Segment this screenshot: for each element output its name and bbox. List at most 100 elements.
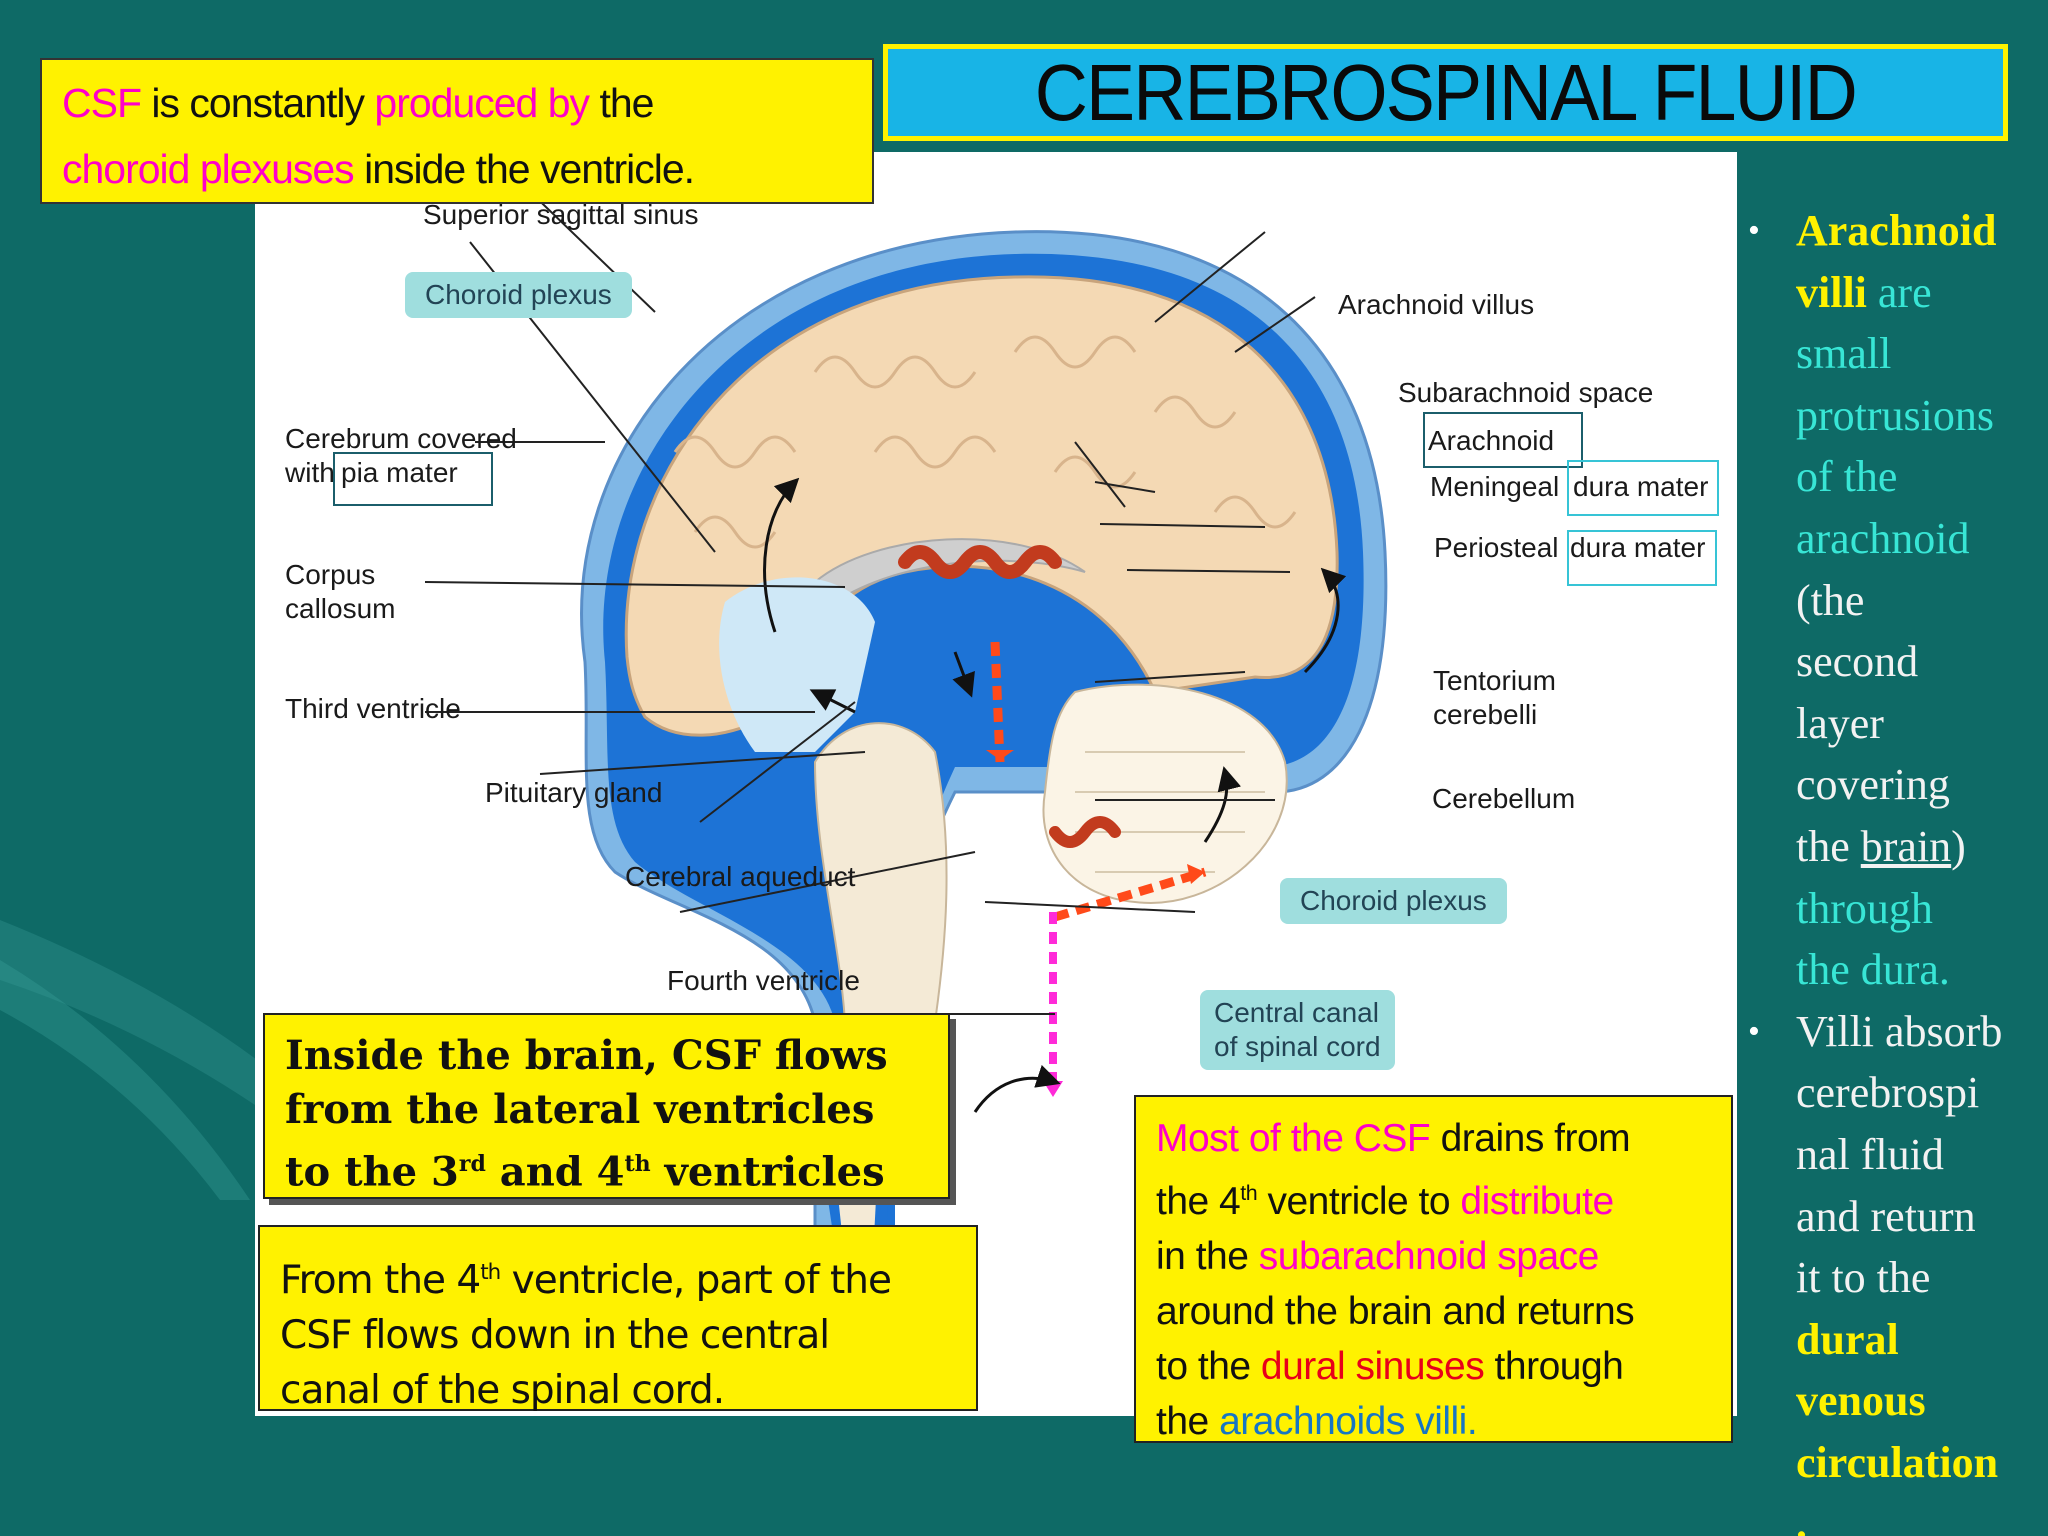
- label-arachnoid-villus: Arachnoid villus: [1338, 289, 1535, 320]
- b2-w2: cerebrospi: [1796, 1068, 1980, 1118]
- note-inside-l3a: to the 3: [285, 1148, 459, 1196]
- b2-w1: Villi absorb: [1796, 1006, 2003, 1056]
- note-central-canal-flow: From the 4th ventricle, part of the CSF …: [258, 1225, 978, 1413]
- b1-y1: Arachnoid: [1796, 206, 1997, 255]
- note-most-line1: Most of the CSF drains from: [1156, 1111, 1711, 1166]
- note-most-k: through: [1484, 1345, 1624, 1388]
- b2-y2: venous: [1796, 1376, 1926, 1426]
- b1-y2: villi: [1796, 267, 1867, 317]
- cerebellum-shape: [1042, 683, 1288, 904]
- label-meningeal: Meningeal: [1430, 471, 1560, 502]
- b1-c3: protrusions: [1796, 390, 1994, 440]
- label-pituitary-gland: Pituitary gland: [485, 777, 663, 808]
- brain-link[interactable]: brain: [1860, 821, 1952, 871]
- label-third-ventricle: Third ventricle: [285, 693, 461, 724]
- b1-w5: the brain): [1796, 816, 2048, 878]
- note-top-choroid: choroid plexuses: [62, 146, 355, 192]
- meningeal-dura-outline-box: [1567, 460, 1719, 516]
- note-top-csf: CSF: [62, 80, 142, 126]
- b1-c2: small: [1796, 329, 1892, 379]
- note-most-d: ventricle to: [1257, 1180, 1461, 1223]
- label-central-canal-1: Central canal: [1214, 997, 1379, 1028]
- note-most-a: Most of the CSF: [1156, 1117, 1431, 1160]
- label-tentorium-2: cerebelli: [1433, 699, 1538, 730]
- bullet-list: • Arachnoid villi are small protrusions …: [1740, 200, 2048, 1536]
- label-cerebellum: Cerebellum: [1432, 783, 1576, 814]
- note-inside-l3e: ventricles: [650, 1148, 885, 1196]
- note-top-text3: inside the ventricle.: [353, 146, 695, 192]
- note-most-l: the: [1156, 1400, 1220, 1443]
- label-meningeal-dura: dura mater: [1573, 471, 1709, 502]
- pia-mater-outline-box: [333, 452, 493, 506]
- note-top-text1: is constantly: [141, 80, 375, 126]
- note-inside-l3d: th: [624, 1151, 651, 1177]
- b1-c5: arachnoid: [1796, 513, 1970, 563]
- b2-y4: .: [1796, 1499, 1807, 1536]
- bullet-villi-absorb: • Villi absorb cerebrospi nal fluid and …: [1740, 1001, 2048, 1536]
- title-banner: CEREBROSPINAL FLUID: [883, 44, 2008, 141]
- b1-w3: layer: [1796, 698, 1884, 748]
- label-corpus-2: callosum: [285, 593, 396, 624]
- periosteal-dura-outline-box: [1567, 530, 1717, 586]
- note-most-line4: around the brain and returns: [1156, 1290, 1635, 1333]
- note-most-line5: to the dural sinuses through: [1156, 1339, 1711, 1394]
- note-top-text2: the: [589, 80, 654, 126]
- slide-title: CEREBROSPINAL FLUID: [1034, 47, 1858, 137]
- note-inside-line1: Inside the brain, CSF flows: [285, 1032, 888, 1079]
- b1-w4: covering: [1796, 760, 1950, 810]
- note-most-e: distribute: [1460, 1180, 1614, 1223]
- b1-w1: (the: [1796, 575, 1865, 625]
- note-inside-brain-flow: Inside the brain, CSF flows from the lat…: [263, 1013, 950, 1199]
- label-fourth-ventricle: Fourth ventricle: [667, 965, 860, 996]
- label-superior-sagittal-sinus: Superior sagittal sinus: [423, 199, 699, 230]
- label-choroid-plexus-bottom: Choroid plexus: [1280, 878, 1507, 924]
- arachnoid-outline-box: [1423, 412, 1583, 468]
- b2-w5: it to the: [1796, 1253, 1931, 1303]
- b2-w3: nal fluid: [1796, 1129, 1944, 1179]
- brainstem-shape: [813, 722, 948, 1023]
- b1-w5c: ): [1951, 821, 1966, 871]
- note-fourth-l1a: From the 4: [280, 1258, 481, 1303]
- label-cerebral-aqueduct: Cerebral aqueduct: [625, 861, 856, 892]
- note-most-b: drains from: [1430, 1117, 1631, 1160]
- note-most-i: to the: [1156, 1345, 1261, 1388]
- note-inside-line3: to the 3rd and 4th ventricles: [285, 1137, 928, 1199]
- label-periosteal: Periosteal: [1434, 532, 1559, 563]
- b1-c6: through: [1796, 883, 1933, 933]
- label-cerebrum-1: Cerebrum covered: [285, 423, 517, 454]
- label-pia-mater: pia mater: [341, 457, 458, 488]
- bullet-dot-icon: •: [1748, 1012, 1760, 1050]
- label-tentorium-1: Tentorium: [1433, 665, 1556, 696]
- note-fourth-l1b: th: [480, 1260, 501, 1285]
- note-inside-l3b: rd: [458, 1151, 486, 1177]
- note-most-f: in the: [1156, 1235, 1259, 1278]
- brain-diagram: Superior sagittal sinus Choroid plexus A…: [255, 152, 1737, 1416]
- label-arachnoid: Arachnoid: [1428, 425, 1555, 456]
- note-inside-l3c: and 4: [485, 1148, 625, 1196]
- b1-c4: of the: [1796, 452, 1898, 502]
- label-subarachnoid-space: Subarachnoid space: [1398, 377, 1654, 408]
- note-most-c-sup: th: [1240, 1181, 1258, 1205]
- b1-c1: are: [1866, 267, 1932, 317]
- b2-y3: circulation: [1796, 1437, 1999, 1487]
- note-fourth-line1: From the 4th ventricle, part of the: [280, 1245, 956, 1308]
- brain-illustration: [424, 181, 1388, 1382]
- note-fourth-l1c: ventricle, part of the: [500, 1258, 892, 1303]
- bullet-arachnoid-villi: • Arachnoid villi are small protrusions …: [1740, 200, 2048, 1001]
- b2-y1: dural: [1796, 1314, 1899, 1364]
- b1-w2: second: [1796, 637, 1919, 687]
- note-fourth-line3: canal of the spinal cord.: [280, 1368, 725, 1413]
- label-periosteal-dura: dura mater: [1570, 532, 1706, 563]
- note-most-j: dural sinuses: [1260, 1345, 1485, 1388]
- label-central-canal-2: of spinal cord: [1214, 1031, 1381, 1062]
- b2-w4: and return: [1796, 1191, 1976, 1241]
- note-most-line2: the 4th ventricle to distribute: [1156, 1166, 1711, 1229]
- label-choroid-plexus-top: Choroid plexus: [405, 272, 632, 318]
- note-most-g: subarachnoid space: [1258, 1235, 1600, 1278]
- bullet-dot-icon: •: [1748, 212, 1760, 249]
- b1-c7: the dura.: [1796, 945, 1950, 995]
- note-csf-production: CSF is constantly produced by the choroi…: [40, 58, 874, 204]
- note-most-c: the 4: [1156, 1180, 1241, 1223]
- label-cerebrum-2a: with: [285, 457, 335, 488]
- note-inside-line2: from the lateral ventricles: [285, 1086, 875, 1133]
